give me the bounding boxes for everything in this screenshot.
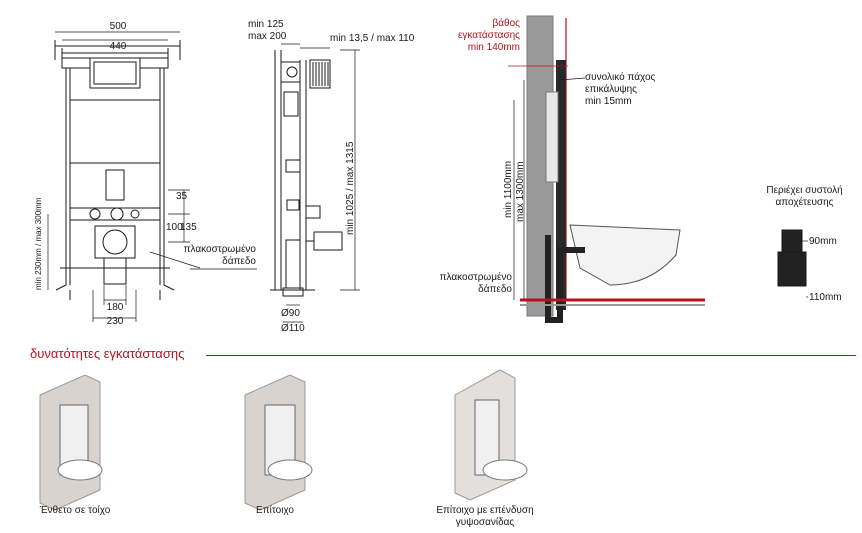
dim-135: 135: [180, 222, 197, 233]
option-caption-2: Επίτοιχο: [256, 505, 294, 516]
dim-35: 35: [176, 191, 188, 202]
cover-line3: min 15mm: [585, 96, 632, 107]
option-caption-3-line2: γυψοσανίδας: [455, 517, 515, 528]
adjust-range: min 13,5 / max 110: [330, 33, 415, 44]
cover-line2: επικάλυψης: [585, 84, 637, 95]
dim-100: 100: [166, 222, 183, 233]
dim-500: 500: [109, 21, 127, 32]
reducer-d90: 90mm: [809, 236, 837, 247]
reducer-title-line2: αποχέτευσης: [775, 197, 834, 208]
dim-left-vertical: min 230mm / max 300mm: [34, 197, 43, 290]
option-thumbnail-1: [39, 374, 103, 511]
dim-230: 230: [106, 316, 124, 327]
option-caption-3-line1: Επίτοιχο με επένδυση: [436, 505, 534, 516]
depth-min: min 125: [248, 19, 284, 30]
install-floor-line2: δάπεδο: [478, 284, 512, 295]
front-view-frame: [54, 40, 181, 300]
option-thumbnail-3: [454, 369, 528, 501]
side-view-hatch: [309, 59, 331, 89]
reducer-d110: 110mm: [809, 292, 842, 303]
dim-440: 440: [109, 41, 127, 52]
height-range: min 1025 / max 1315: [345, 141, 356, 235]
reducer-title-line1: Περιέχει συστολή: [766, 185, 843, 196]
cover-line1: συνολικό πάχος: [585, 72, 656, 83]
tiled-floor-label: πλακοστρωμένο δάπεδο: [183, 244, 256, 267]
diam-110: Ø110: [281, 323, 305, 334]
diam-90: Ø90: [281, 308, 300, 319]
install-height-max: max 1300mm: [515, 161, 526, 222]
install-floor-line1: πλακοστρωμένο: [439, 272, 512, 283]
side-view-frame: [270, 50, 343, 297]
option-thumbnail-2: [244, 374, 313, 511]
section-title: δυνατότητες εγκατάστασης: [30, 346, 185, 361]
install-depth-line2: εγκατάστασης: [457, 30, 520, 41]
option-caption-1: Ένθετο σε τοίχο: [39, 505, 111, 516]
dim-180: 180: [106, 302, 124, 313]
depth-max: max 200: [248, 31, 287, 42]
install-depth-line1: βάθος: [492, 18, 520, 29]
install-depth-line3: min 140mm: [467, 42, 520, 53]
reducer-drawing: [777, 229, 808, 298]
section-divider: [206, 355, 856, 356]
install-height-min: min 1100mm: [503, 160, 514, 218]
